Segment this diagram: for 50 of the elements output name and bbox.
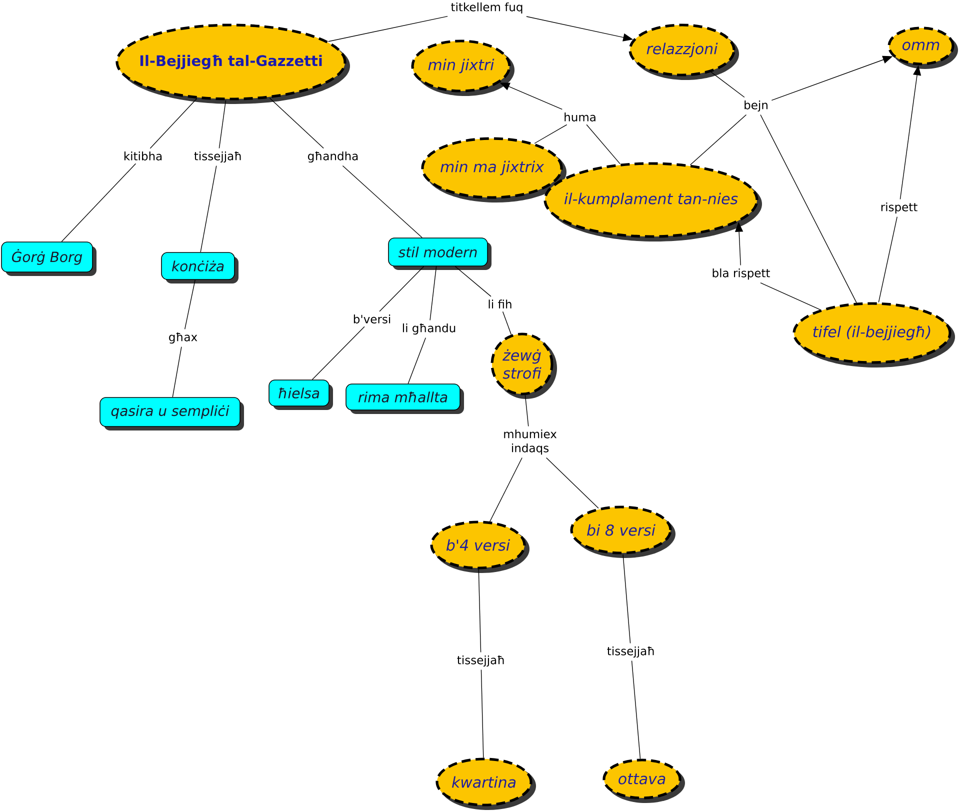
connector-line [172,346,182,398]
link-label: b'versi [354,314,390,324]
connector-line [200,165,217,252]
link-label: mhumiex indaqs [504,429,557,455]
connector-line [269,98,324,149]
connector-line [379,266,424,312]
link-label: kitibha [124,152,162,160]
connector-line [878,216,898,303]
connector-line [454,266,492,297]
rounded-box: qasira u sempliċi [100,397,244,430]
rounded-box: Ġorġ Borg [1,242,96,276]
link-label: huma [564,112,596,122]
connector-line [430,266,437,321]
link-label: bla rispett [712,268,770,280]
connector-line [546,457,599,509]
connector-line [760,114,857,304]
connector-line [622,554,631,644]
rounded-box: rima mħallta [346,384,464,414]
connector-line [342,165,422,238]
link-label: tissejjaħ [457,655,504,667]
connector-line [586,124,620,164]
connector-line [61,163,136,242]
connector-line [631,660,641,760]
rounded-box: konċiża [161,252,238,284]
link-label: tissejjaħ [194,151,241,163]
link-label: li fih [488,300,512,308]
link-label: għax [169,332,198,344]
link-label: titkellem fuq [451,2,522,14]
link-label: tissejjaħ [607,646,654,658]
connector-line [760,282,821,310]
connector-line [408,337,426,384]
link-label: għandha [308,151,358,163]
connector-line [524,394,529,427]
connector-line [534,124,568,144]
connector-line [218,100,226,149]
connector-line [184,280,196,330]
connector-line [478,568,482,653]
connector-line [480,669,484,758]
connector-line [150,98,198,149]
connector-line [328,16,448,42]
connector-line [490,457,522,522]
connector-line [690,114,747,166]
link-label: li għandu [402,323,456,335]
link-label: rispett [881,202,918,214]
connector-line [312,326,365,380]
connector-line [502,311,512,335]
rounded-box: stil modern [388,238,492,270]
connector-line [710,72,745,98]
link-label: bejn [744,100,768,112]
rounded-box: ħielsa [268,380,333,410]
